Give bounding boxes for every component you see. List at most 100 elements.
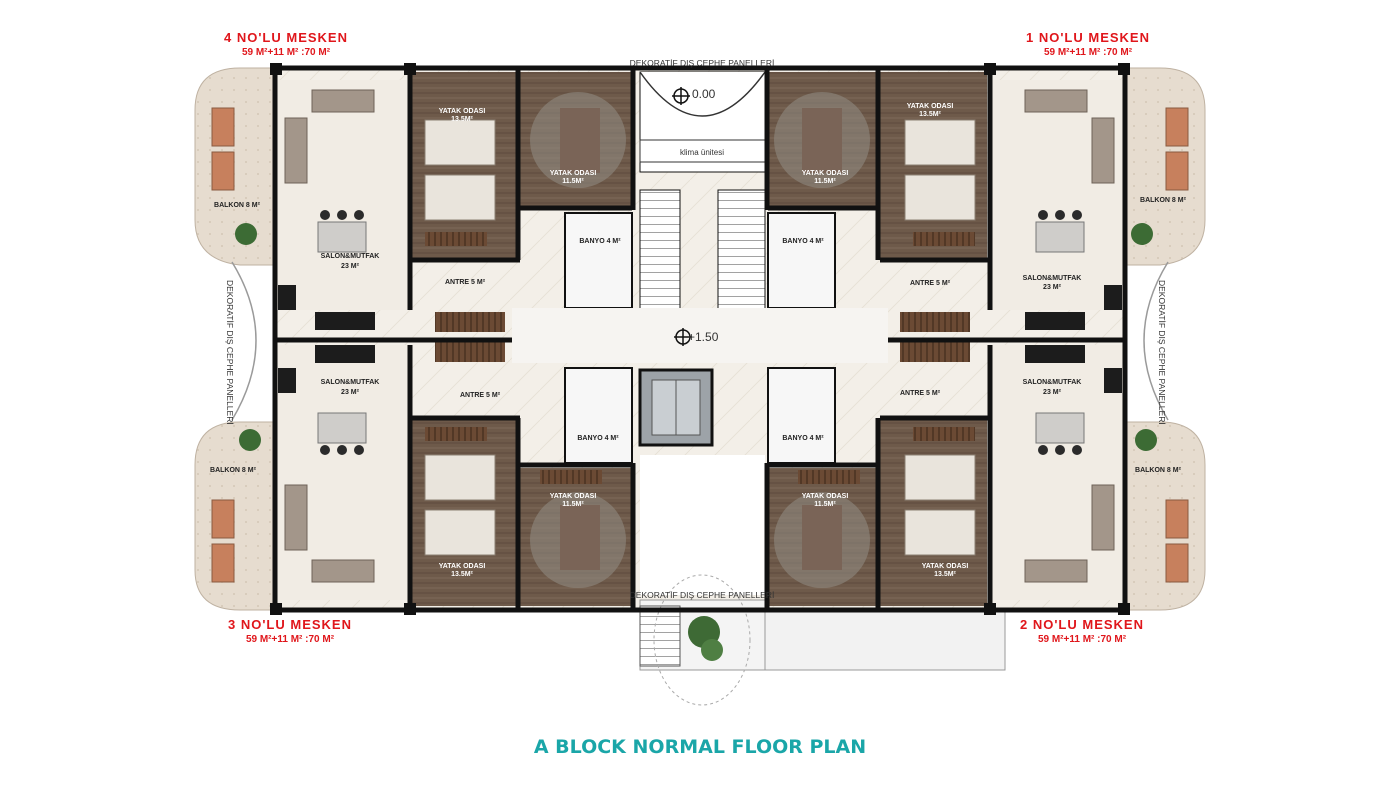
wall-posts — [270, 63, 1130, 615]
dining-tables — [317, 221, 1085, 444]
unit-3-label: 3 NO'LU MESKEN 59 M²+11 M² :70 M² — [170, 617, 410, 645]
wardrobe-5 — [540, 470, 602, 484]
bedroom-large-unit-1 — [879, 72, 987, 260]
room-labels-unit-1: YATAK ODASI 13.5M² YATAK ODASI 11.5M² SA… — [782, 103, 1186, 291]
svg-text:13.5M²: 13.5M² — [451, 571, 473, 578]
unit-1-label: 1 NO'LU MESKEN 59 M²+11 M² :70 M² — [968, 30, 1208, 58]
salon-unit-3 — [275, 345, 410, 600]
svg-text:BANYO 4 M²: BANYO 4 M² — [579, 238, 621, 245]
unit-4-name: 4 NO'LU MESKEN — [224, 30, 348, 45]
svg-text:BANYO 4 M²: BANYO 4 M² — [782, 238, 824, 245]
facade-arc-left — [231, 261, 257, 421]
svg-text:BANYO 4 M²: BANYO 4 M² — [782, 435, 824, 442]
hall-closet-4 — [900, 342, 970, 362]
svg-text:23 M²: 23 M² — [1043, 284, 1062, 291]
room-labels-unit-4: YATAK ODASI 13.5M² YATAK ODASI 11.5M² SA… — [214, 108, 621, 286]
level-mid-text: +1.50 — [688, 330, 719, 344]
beds — [424, 119, 976, 556]
unit-2-area: 59 M²+11 M² :70 M² — [1037, 634, 1127, 645]
stairs-left-flight — [639, 189, 681, 311]
stairs-right-flight — [717, 189, 766, 311]
hall-closet-1 — [435, 312, 505, 332]
bathroom-unit-4 — [564, 212, 633, 309]
balcony-right-bottom — [1119, 421, 1206, 611]
unit-2-name: 2 NO'LU MESKEN — [1020, 617, 1144, 632]
unit-4-area: 59 M²+11 M² :70 M² — [241, 47, 331, 58]
room-labels-unit-3: YATAK ODASI 13.5M² YATAK ODASI 11.5M² SA… — [210, 379, 619, 578]
svg-text:SALON&MUTFAK: SALON&MUTFAK — [1023, 275, 1082, 282]
facade-label-top: DEKORATİF DIŞ CEPHE PANELLERİ — [630, 58, 775, 68]
entrance-planter-ring — [653, 574, 751, 706]
svg-text:11.5M²: 11.5M² — [562, 178, 584, 185]
svg-text:SALON&MUTFAK: SALON&MUTFAK — [321, 379, 380, 386]
balcony-left-top — [194, 67, 276, 266]
balcony-furniture — [211, 107, 1189, 583]
wardrobe-1 — [425, 232, 487, 246]
living-furniture — [284, 89, 1115, 583]
svg-text:ANTRE 5 M²: ANTRE 5 M² — [900, 390, 941, 397]
balcony-left-bottom — [194, 421, 276, 611]
svg-text:13.5M²: 13.5M² — [919, 111, 941, 118]
svg-text:13.5M²: 13.5M² — [451, 116, 473, 123]
salon-unit-2 — [990, 345, 1125, 600]
svg-text:SALON&MUTFAK: SALON&MUTFAK — [1023, 379, 1082, 386]
wardrobe-4 — [913, 427, 975, 441]
svg-text:YATAK ODASI: YATAK ODASI — [550, 493, 597, 500]
facade-arc-right — [1143, 261, 1169, 421]
svg-text:23 M²: 23 M² — [1043, 389, 1062, 396]
svg-text:13.5M²: 13.5M² — [934, 571, 956, 578]
wardrobe-2 — [913, 232, 975, 246]
svg-text:11.5M²: 11.5M² — [814, 178, 836, 185]
unit-1-area: 59 M²+11 M² :70 M² — [1043, 47, 1133, 58]
side-terrace — [764, 609, 1006, 671]
svg-text:SALON&MUTFAK: SALON&MUTFAK — [321, 253, 380, 260]
klima-label: klima ünitesi — [680, 148, 724, 157]
svg-text:YATAK ODASI: YATAK ODASI — [550, 170, 597, 177]
entrance-stairs — [639, 605, 681, 667]
bathroom-unit-2 — [767, 367, 836, 464]
kitchen-counters — [278, 285, 1122, 393]
level-top-text: 0.00 — [692, 87, 716, 101]
svg-text:YATAK ODASI: YATAK ODASI — [439, 108, 486, 115]
facade-label-right: DEKORATİF DIŞ CEPHE PANELLERİ — [1157, 280, 1167, 425]
svg-text:23 M²: 23 M² — [341, 389, 360, 396]
hall-closet-2 — [435, 342, 505, 362]
svg-text:ANTRE 5 M²: ANTRE 5 M² — [460, 392, 501, 399]
svg-text:23 M²: 23 M² — [341, 263, 360, 270]
svg-text:BALKON 8 M²: BALKON 8 M² — [1140, 197, 1187, 204]
unit-3-name: 3 NO'LU MESKEN — [228, 617, 352, 632]
svg-text:BALKON 8 M²: BALKON 8 M² — [1135, 467, 1182, 474]
facade-label-left: DEKORATİF DIŞ CEPHE PANELLERİ — [225, 280, 235, 425]
svg-text:BALKON 8 M²: BALKON 8 M² — [210, 467, 257, 474]
svg-text:YATAK ODASI: YATAK ODASI — [922, 563, 969, 570]
svg-text:BANYO 4 M²: BANYO 4 M² — [577, 435, 619, 442]
salon-unit-4 — [275, 80, 410, 310]
hall-closet-3 — [900, 312, 970, 332]
facade-label-bottom: DEKORATİF DIŞ CEPHE PANELLERİ — [630, 590, 775, 600]
bedroom-large-unit-4 — [412, 72, 517, 260]
balcony-plant-icons — [235, 223, 1157, 451]
unit-3-area: 59 M²+11 M² :70 M² — [245, 634, 335, 645]
bathroom-unit-3 — [564, 367, 633, 464]
plan-title: A BLOCK NORMAL FLOOR PLAN — [533, 736, 867, 758]
wardrobe-6 — [798, 470, 860, 484]
svg-text:ANTRE 5 M²: ANTRE 5 M² — [445, 279, 486, 286]
svg-text:YATAK ODASI: YATAK ODASI — [802, 493, 849, 500]
central-corridor — [512, 308, 888, 363]
unit-4-label: 4 NO'LU MESKEN 59 M²+11 M² :70 M² — [166, 30, 406, 58]
svg-text:BALKON 8 M²: BALKON 8 M² — [214, 202, 261, 209]
wardrobe-3 — [425, 427, 487, 441]
svg-text:ANTRE 5 M²: ANTRE 5 M² — [910, 280, 951, 287]
level-marker-top: 0.00 — [672, 87, 716, 105]
dining-chairs — [320, 210, 1082, 455]
level-marker-mid: +1.50 — [674, 328, 719, 346]
walls — [272, 65, 1128, 613]
svg-text:YATAK ODASI: YATAK ODASI — [802, 170, 849, 177]
round-rugs — [530, 92, 870, 588]
svg-text:11.5M²: 11.5M² — [562, 501, 584, 508]
unit-2-label: 2 NO'LU MESKEN 59 M²+11 M² :70 M² — [962, 617, 1202, 645]
room-labels-unit-2: YATAK ODASI 13.5M² YATAK ODASI 11.5M² SA… — [782, 379, 1181, 578]
svg-text:YATAK ODASI: YATAK ODASI — [907, 103, 954, 110]
facade-arc-top — [639, 71, 766, 117]
